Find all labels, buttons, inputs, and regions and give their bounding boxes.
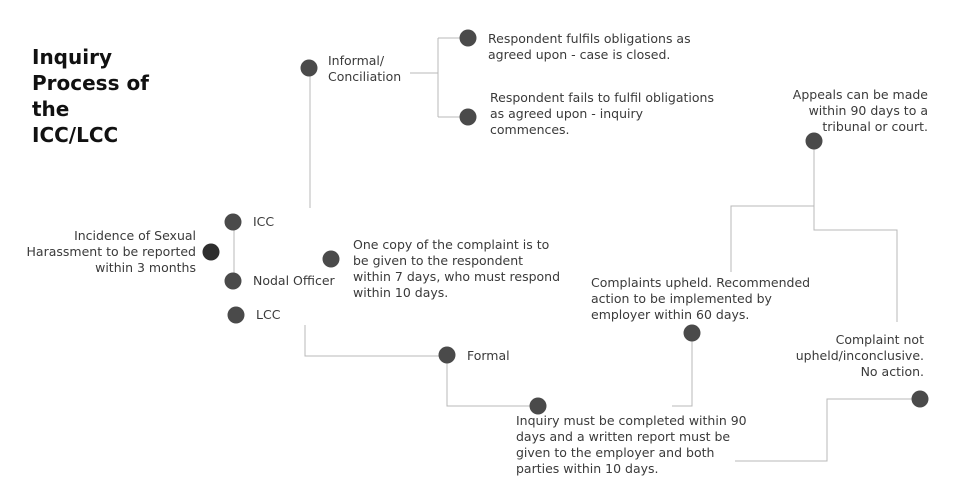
title-line: Process of [32,71,149,95]
label-line: Appeals can be made [792,87,928,102]
label-line: LCC [256,307,281,322]
label-line: days and a written report must be [516,429,731,444]
dot-appeals [805,132,823,150]
dot-not-upheld [911,390,929,408]
label-fulfils: Respondent fulfils obligations as agreed… [488,31,691,63]
label-lcc: LCC [256,307,280,323]
label-line: be given to the respondent [353,253,524,268]
connector-formal-inquiry [446,356,538,407]
label-line: within 7 days, who must respond [353,269,561,284]
label-informal: Informal/ Conciliation [328,53,401,85]
dot-fulfils [459,29,477,47]
label-line: employer within 60 days. [591,307,750,322]
label-line: within 3 months [95,260,196,275]
connector-upheld-appeals [730,141,815,272]
label-line: given to the employer and both [516,445,715,460]
label-line: Inquiry must be completed within 90 [516,413,747,428]
label-line: Informal/ [328,53,385,68]
dot-informal [300,59,318,77]
label-line: upheld/inconclusive. [795,348,924,363]
label-formal: Formal [467,348,510,364]
label-copy: One copy of the complaint is to be given… [353,237,560,301]
label-line: commences. [490,122,570,137]
label-incidence: Incidence of Sexual Harassment to be rep… [18,228,196,276]
connector-inquiry-upheld [672,334,693,407]
label-inquiry: Inquiry must be completed within 90 days… [516,413,747,477]
dot-incidence [202,243,220,261]
label-line: ICC [253,214,275,229]
title-line: Inquiry [32,45,112,69]
label-line: Complaint not [835,332,924,347]
connector-lines [233,37,920,462]
title-line: ICC/LCC [32,123,119,147]
label-line: Respondent fails to fulfil obligations [490,90,714,105]
label-line: parties within 10 days. [516,461,659,476]
label-nodal: Nodal Officer [253,273,335,289]
label-line: Harassment to be reported [26,244,196,259]
label-line: within 90 days to a [808,103,928,118]
label-line: Incidence of Sexual [74,228,196,243]
label-line: tribunal or court. [822,119,928,134]
dot-fails [459,108,477,126]
label-line: agreed upon - case is closed. [488,47,671,62]
dot-lcc [227,306,245,324]
label-not-upheld: Complaint not upheld/inconclusive. No ac… [764,332,924,380]
label-line: as agreed upon - inquiry [490,106,644,121]
label-line: Respondent fulfils obligations as [488,31,691,46]
dot-upheld [683,324,701,342]
page-title: Inquiry Process of the ICC/LCC [32,44,172,148]
label-line: within 10 days. [353,285,449,300]
connector-notupheld-inquiry [735,398,920,462]
dot-nodal [224,272,242,290]
label-fails: Respondent fails to fulfil obligations a… [490,90,714,138]
dots [202,29,929,415]
label-appeals: Appeals can be made within 90 days to a … [762,87,928,135]
label-line: Formal [467,348,510,363]
label-line: Nodal Officer [253,273,335,288]
label-line: Complaints upheld. Recommended [591,275,811,290]
title-line: the [32,97,70,121]
label-line: One copy of the complaint is to [353,237,550,252]
label-line: action to be implemented by [591,291,772,306]
label-upheld: Complaints upheld. Recommended action to… [591,275,810,323]
connector-to-formal [304,325,447,357]
dot-copy [322,250,340,268]
connector-appeals-notupheld [813,206,898,322]
dot-formal [438,346,456,364]
label-icc: ICC [253,214,274,230]
label-line: No action. [860,364,924,379]
label-line: Conciliation [328,69,402,84]
dot-inquiry [529,397,547,415]
dot-icc [224,213,242,231]
